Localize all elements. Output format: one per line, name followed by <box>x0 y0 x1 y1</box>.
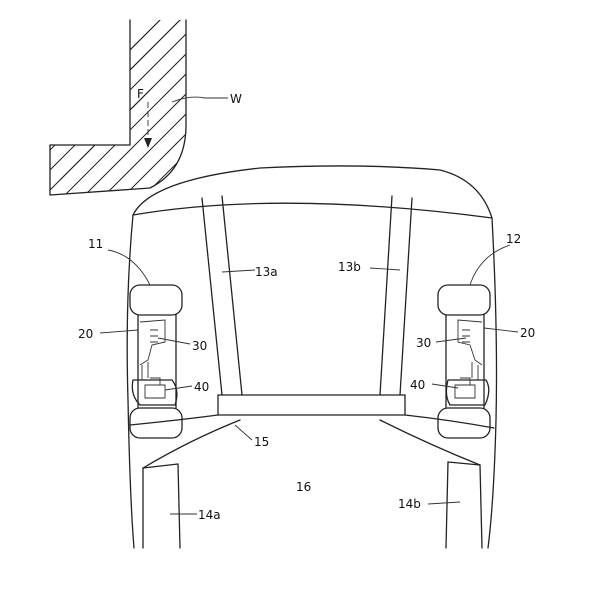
leader-13b <box>370 268 400 270</box>
leader-20-left <box>100 330 138 333</box>
label-40-right: 40 <box>410 378 425 392</box>
right-suspension <box>458 320 482 365</box>
label-13a: 13a <box>255 265 278 279</box>
vehicle-body <box>127 166 496 548</box>
label-14a: 14a <box>198 508 221 522</box>
right-link-30 <box>462 330 470 342</box>
leader-12 <box>470 245 510 285</box>
label-16: 16 <box>296 480 311 494</box>
rail-14a-right <box>178 464 180 548</box>
right-actuator-40 <box>446 380 488 405</box>
label-14b: 14b <box>398 497 421 511</box>
label-30-left: 30 <box>192 339 207 353</box>
leader-13a <box>222 270 255 272</box>
left-actuator-detail <box>145 378 165 398</box>
leader-40-right <box>432 384 458 388</box>
leader-15 <box>235 425 252 440</box>
label-15: 15 <box>254 435 269 449</box>
left-link-30 <box>150 330 158 342</box>
rail-13a-outer <box>202 198 222 395</box>
label-f: F <box>137 87 144 101</box>
left-front-tire <box>130 285 182 315</box>
label-13b: 13b <box>338 260 361 274</box>
label-20-left: 20 <box>78 327 93 341</box>
left-suspension <box>140 320 165 365</box>
body-front-top <box>133 166 492 218</box>
right-front-tire <box>438 285 490 315</box>
body-right-side <box>488 218 497 548</box>
label-40-left: 40 <box>194 380 209 394</box>
leader-w <box>172 97 228 102</box>
label-11: 11 <box>88 237 103 251</box>
left-strut <box>142 362 148 380</box>
left-rear-tire <box>130 408 182 438</box>
right-diagonal-top <box>405 415 494 428</box>
label-w: W <box>230 92 242 106</box>
left-wheel-unit <box>130 285 182 438</box>
wall-hatching <box>30 10 190 200</box>
left-actuator-40 <box>132 380 177 405</box>
left-diagonal-bottom <box>143 420 240 468</box>
frame-rails <box>202 196 412 395</box>
left-diagonal-top <box>130 415 218 425</box>
label-20-right: 20 <box>520 326 535 340</box>
rear-structure <box>130 415 494 548</box>
cross-member-15 <box>218 395 405 415</box>
label-30-right: 30 <box>416 336 431 350</box>
rail-13b-outer <box>400 198 412 395</box>
rail-13b-inner <box>380 196 392 395</box>
leader-30-left <box>158 338 190 344</box>
right-diagonal-bottom <box>380 420 480 465</box>
right-strut <box>472 362 478 380</box>
rail-13a-inner <box>222 196 242 395</box>
label-12: 12 <box>506 232 521 246</box>
rail-14b-left <box>446 462 448 548</box>
rail-14b-right <box>480 465 482 548</box>
leader-20-right <box>484 328 518 332</box>
leader-14b <box>428 502 460 504</box>
wall-outer-outline <box>50 20 186 195</box>
wall-inner-outline <box>50 20 130 195</box>
leader-30-right <box>436 338 466 342</box>
leader-40-left <box>165 386 192 390</box>
right-wheel-unit <box>438 285 490 438</box>
body-front-edge <box>133 203 492 218</box>
wall-w <box>30 10 190 200</box>
